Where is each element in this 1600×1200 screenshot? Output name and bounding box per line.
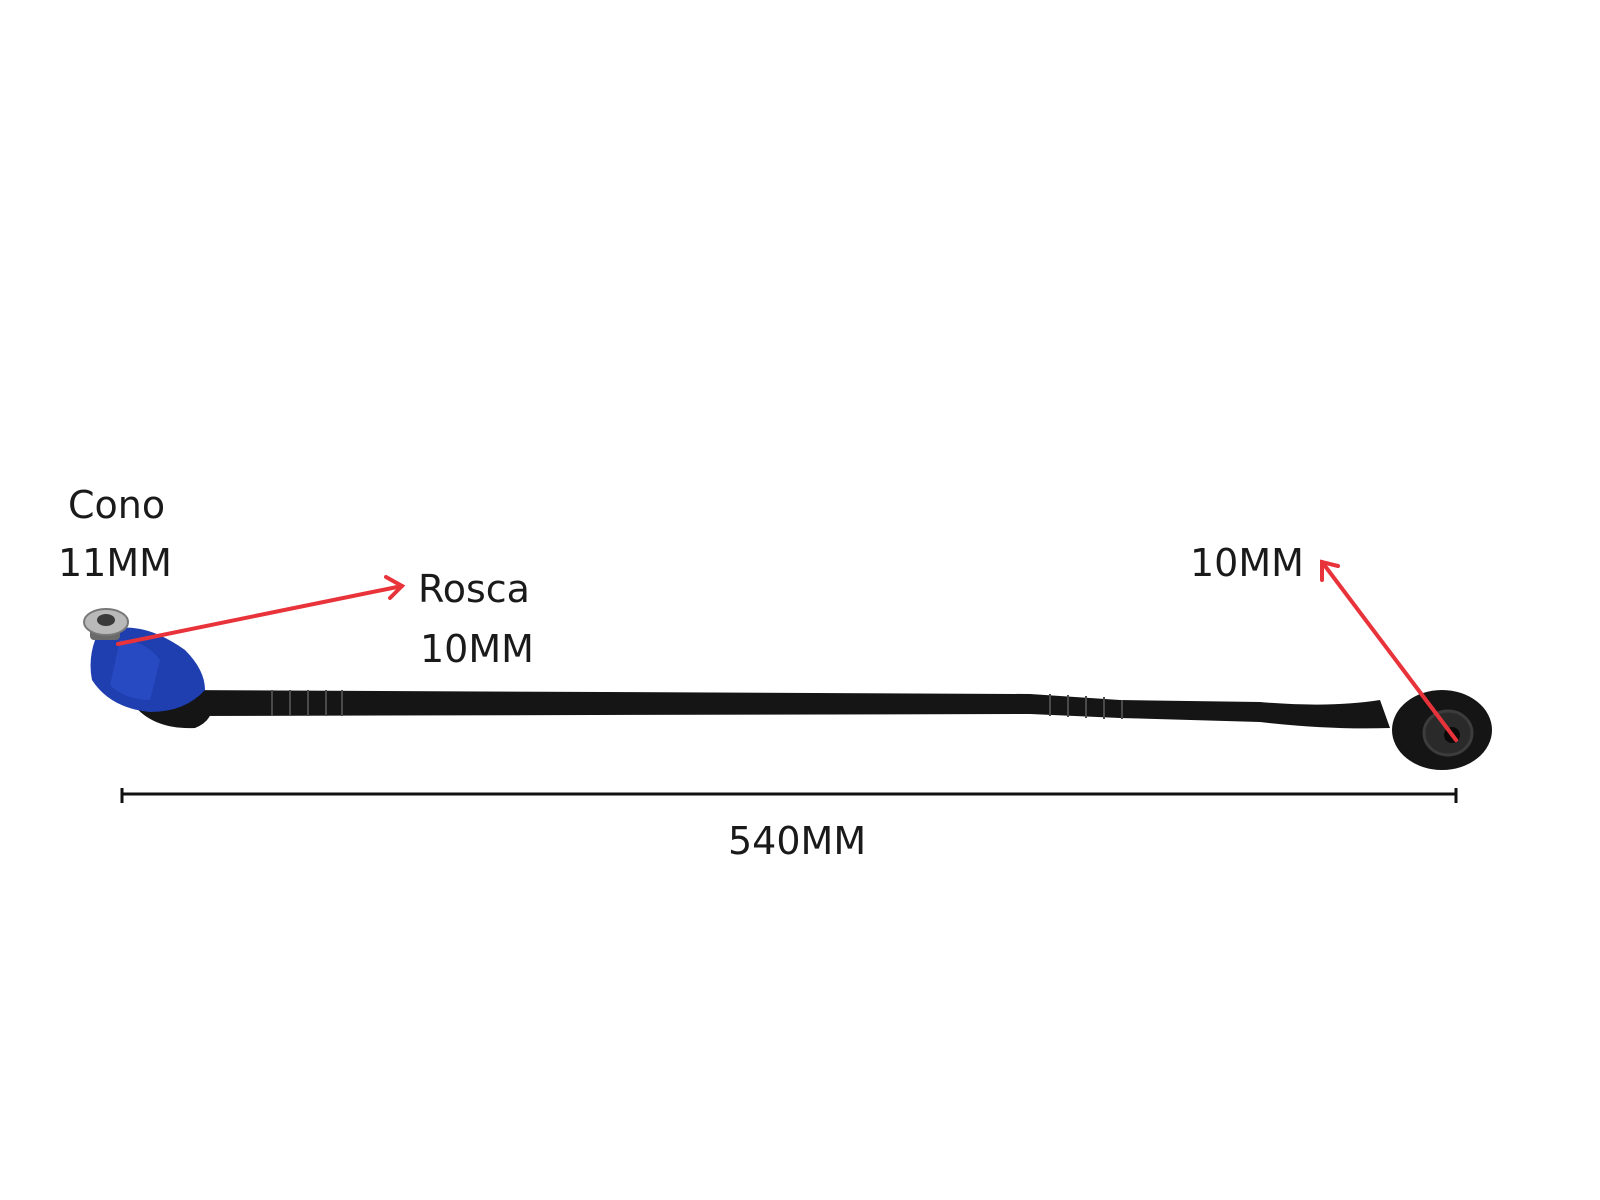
rod-ribs-right (1049, 694, 1123, 719)
arrow-thread (116, 575, 406, 646)
thread-label-value: 10MM (420, 627, 534, 671)
rod-body (170, 690, 1390, 729)
cone-label-title: Cono (68, 483, 166, 527)
cone-label-value: 11MM (58, 541, 172, 585)
overall-length-label: 540MM (728, 819, 867, 863)
rod-ribs-left (271, 690, 343, 716)
cone-boot-highlight (110, 640, 160, 700)
thread-label-title: Rosca (418, 567, 530, 611)
tie-rod (83, 608, 1492, 770)
eye-label-value: 10MM (1190, 541, 1304, 585)
arrow-eye (1320, 559, 1458, 742)
dimension-line (120, 788, 1458, 803)
nut-hole (97, 614, 115, 626)
